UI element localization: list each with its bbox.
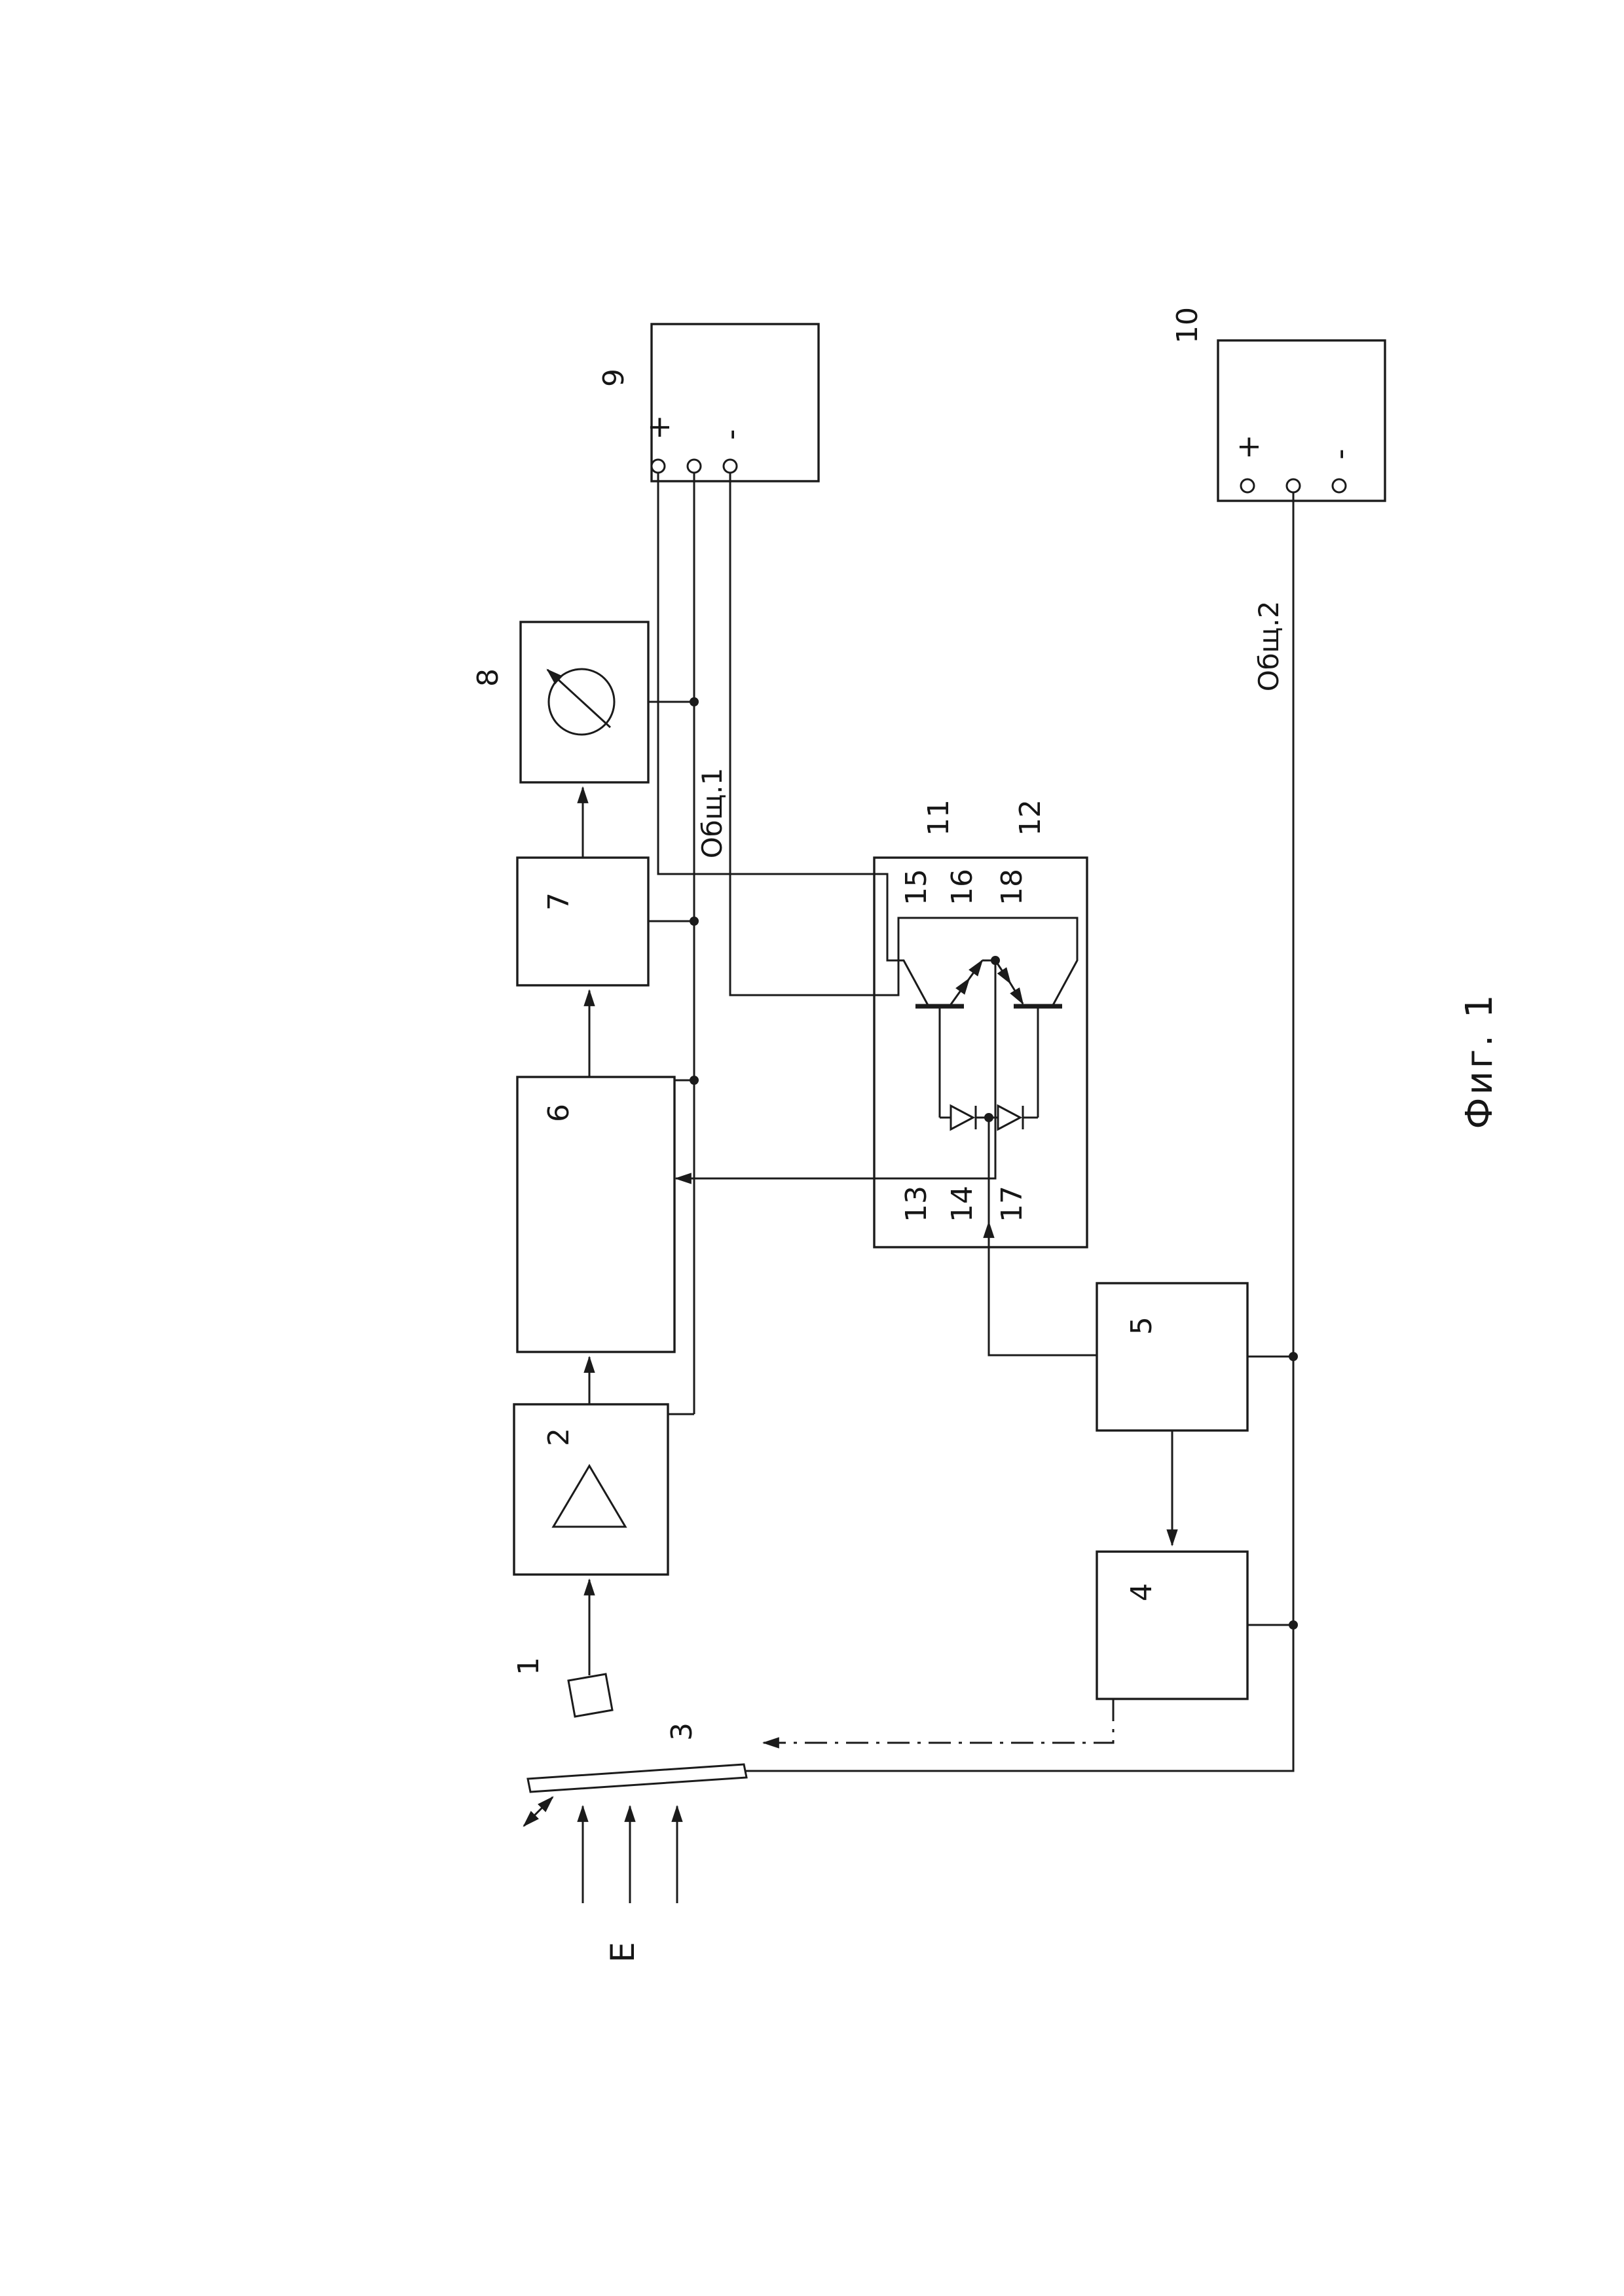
block-11-label: 11: [922, 799, 955, 836]
terminal-9-plus-label: +: [641, 414, 676, 440]
bus2-line: [745, 492, 1295, 1772]
sensor-element: [567, 1673, 614, 1718]
part-14-label: 14: [946, 1186, 979, 1222]
wire-stage-to-6-feedback: [674, 960, 997, 1184]
plate-motion-arrow: [523, 1796, 554, 1827]
junction-dot: [984, 1113, 993, 1122]
common-bus-2: Общ.2: [745, 492, 1298, 1772]
transistor-top-emitter-arrow: [968, 959, 984, 979]
transistor-bottom-emitter-arrow: [1009, 983, 1024, 1005]
part-16-label: 16: [946, 869, 979, 905]
terminal-10-minus-label: -: [1322, 448, 1357, 460]
block-8-indicator: [519, 621, 650, 784]
diode-18-triangle: [950, 1104, 976, 1131]
mechanical-link-4-to-plate: [762, 1699, 1115, 1749]
junction-dot: [1289, 1620, 1298, 1630]
block-11-output-stage: [873, 856, 1088, 1248]
block-9-power-supply: [650, 323, 820, 483]
terminal-10-common: [1285, 478, 1301, 494]
irradiance-arrows: [577, 1804, 683, 1903]
bus1-label: Общ.1: [696, 768, 728, 859]
part-13-label: 13: [900, 1186, 933, 1222]
block-6: [516, 1076, 676, 1353]
amplifier-icon: [551, 1464, 627, 1528]
meter-icon: [546, 668, 616, 736]
terminal-9-minus-label: -: [713, 429, 748, 440]
wire-supply-plus: [657, 473, 930, 1007]
block-7: [516, 856, 650, 987]
junction-dot: [690, 917, 699, 926]
block-12-label: 12: [1014, 799, 1047, 836]
block-10-power-supply: [1217, 339, 1386, 502]
terminal-9-common: [686, 458, 702, 474]
block-4: [1096, 1550, 1249, 1700]
terminal-9-minus: [722, 458, 738, 474]
bus2-label: Общ.2: [1253, 601, 1285, 692]
terminal-9-plus: [650, 458, 666, 474]
block-5: [1096, 1282, 1249, 1432]
supply-10-terminals: + -: [1230, 434, 1357, 494]
figure-caption: Фиг. 1: [1458, 992, 1501, 1129]
block-10-label: 10: [1171, 307, 1204, 344]
junction-dot: [1289, 1352, 1298, 1361]
block-2-amplifier: [513, 1403, 669, 1576]
wire-5-to-stage: [983, 1220, 1097, 1357]
wire-supply-minus: [729, 473, 1079, 1007]
output-stage-internals: 13 14 17 15 16 18: [900, 869, 1062, 1222]
block-6-label: 6: [542, 1104, 576, 1122]
block-7-label: 7: [542, 892, 576, 911]
terminal-10-plus-label: +: [1230, 434, 1266, 460]
part-15-label: 15: [900, 869, 933, 905]
block-9-label: 9: [597, 369, 631, 387]
junction-dot: [991, 956, 1000, 965]
block-5-label: 5: [1125, 1317, 1158, 1335]
receiver-plate: [526, 1763, 748, 1793]
terminal-10-minus: [1331, 478, 1347, 494]
plate-label: 3: [665, 1722, 699, 1741]
common-bus-1: Общ.1: [648, 473, 728, 1415]
irradiance-label: E: [604, 1942, 642, 1963]
part-18-label: 18: [995, 869, 1029, 905]
figure-rotated-group: 2 4 5 6 7 8 9 10 11 12 E 3 1: [471, 307, 1501, 1963]
diode-17-triangle: [997, 1104, 1023, 1131]
transistor-top-emitter-arrow: [948, 977, 970, 1007]
sensor-label: 1: [512, 1657, 545, 1675]
signal-wires: [577, 786, 595, 1675]
junction-dot: [690, 1076, 699, 1085]
block-4-label: 4: [1125, 1583, 1158, 1601]
block-8-label: 8: [471, 668, 505, 687]
meter-dial: [547, 668, 616, 736]
part-17-label: 17: [995, 1186, 1029, 1222]
junction-dot: [690, 697, 699, 706]
terminal-10-plus: [1240, 478, 1255, 494]
supply-9-terminals: + -: [641, 414, 748, 474]
meter-needle: [546, 668, 612, 729]
block-2-label: 2: [542, 1428, 576, 1446]
